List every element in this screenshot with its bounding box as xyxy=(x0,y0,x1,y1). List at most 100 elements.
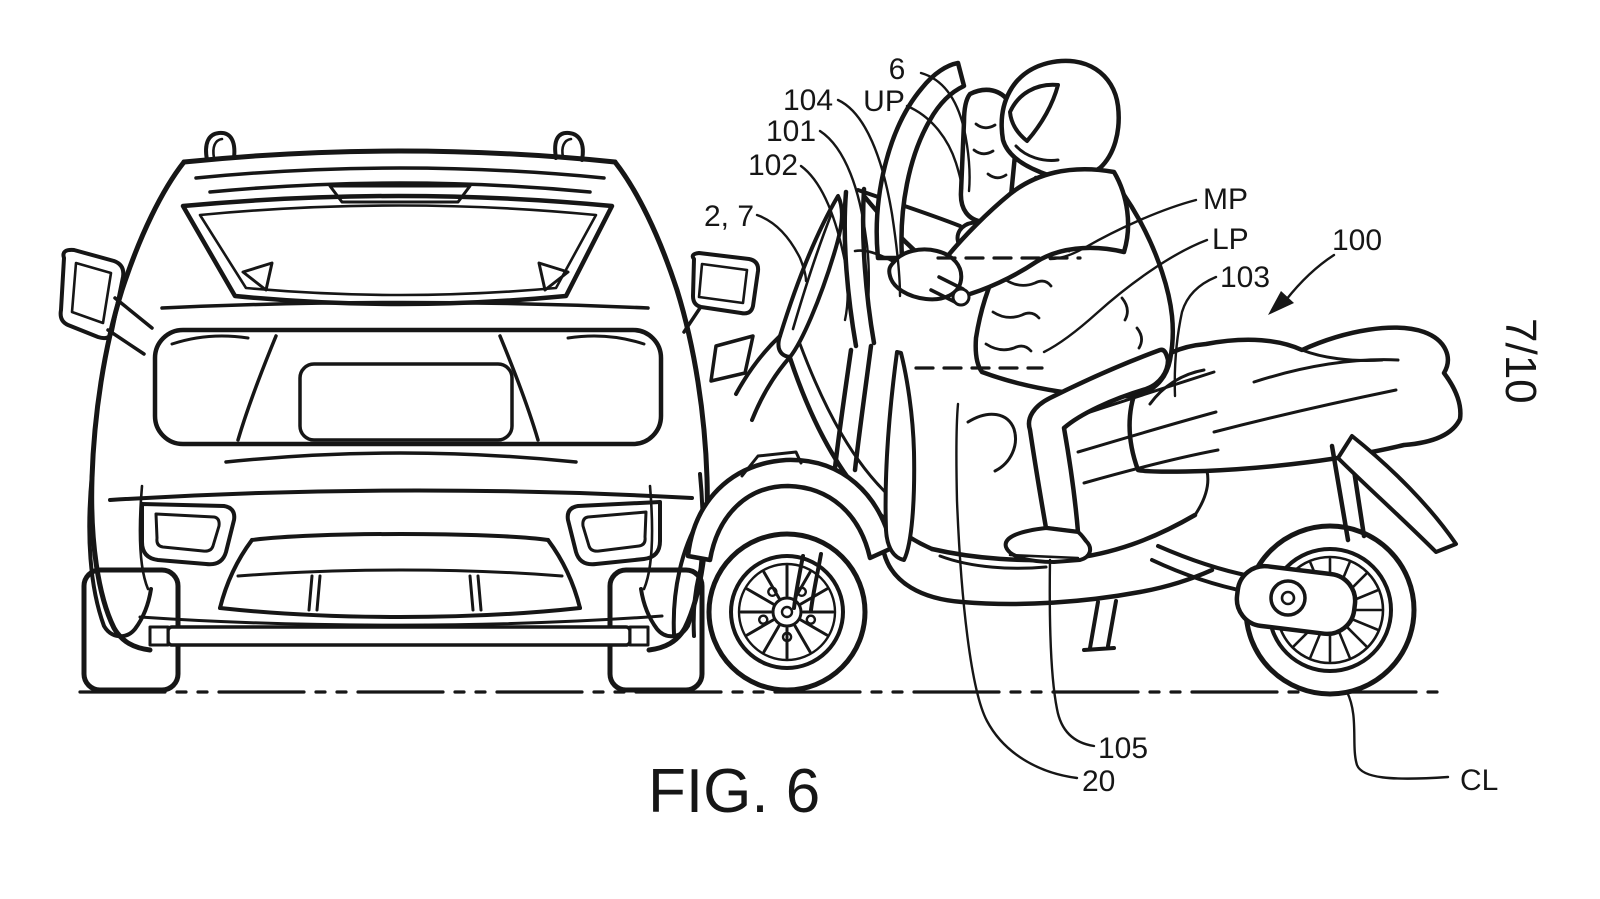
car-window-corner-right xyxy=(537,261,570,292)
floorboard-hollow xyxy=(938,554,1048,570)
muffler-outlet xyxy=(1280,590,1296,606)
rider xyxy=(853,58,1176,564)
car-left-side xyxy=(89,159,187,653)
arrowhead-100 xyxy=(1268,291,1294,315)
label-mp: MP xyxy=(1203,183,1248,216)
muffler xyxy=(1234,563,1358,637)
car-corner-skirt-right-inner xyxy=(642,484,654,591)
car-roof-rail-right xyxy=(553,130,585,162)
label-20: 20 xyxy=(1082,765,1115,798)
front-fork-upper xyxy=(832,343,874,473)
leader-mp xyxy=(1048,198,1198,261)
impact-crush-panel xyxy=(709,334,755,383)
windscreen-inner-line xyxy=(791,213,833,331)
car-diffuser-slats xyxy=(307,574,483,612)
leader-103 xyxy=(1173,275,1218,398)
helmet-visor-opening xyxy=(1008,82,1060,143)
tail-accent-2 xyxy=(1212,388,1398,434)
car-rear-window-inner xyxy=(198,204,598,297)
car-rear-view xyxy=(58,130,761,693)
center-stand xyxy=(1082,599,1118,652)
scooter-rear-section xyxy=(1127,325,1463,697)
helmet-chin-line xyxy=(1014,144,1060,162)
car-fog-lamp-right xyxy=(581,510,648,553)
front-cowl-nose xyxy=(734,334,792,422)
car-diffuser-top xyxy=(250,532,550,542)
car-axle-tab-left xyxy=(148,625,170,647)
label-cl: CL xyxy=(1460,764,1498,797)
car-roof-rail-right-inner xyxy=(561,137,573,159)
car-diffuser-left xyxy=(218,538,254,610)
label-6: 6 xyxy=(889,53,906,86)
label-lp: LP xyxy=(1212,223,1249,256)
leader-104 xyxy=(836,98,902,298)
car-taillight-right-accent xyxy=(566,334,646,346)
car-taillight-left-accent xyxy=(170,334,250,346)
car-fog-recess-right xyxy=(565,500,662,567)
car-roof-line xyxy=(181,148,618,165)
car-diffuser-bottom xyxy=(218,606,582,619)
car-mirror-right-arm xyxy=(682,306,702,334)
tail-accent-3 xyxy=(1300,348,1384,362)
car-mirror-left xyxy=(58,247,126,341)
tail-bodywork xyxy=(1127,325,1463,474)
rider-leg xyxy=(1026,347,1171,535)
airbag-band xyxy=(874,60,967,261)
leader-102 xyxy=(799,164,849,322)
car-spoiler-line-1 xyxy=(194,166,606,180)
car-corner-skirt-left-inner xyxy=(138,484,150,591)
figure-caption: FIG. 6 xyxy=(648,757,820,826)
car-license-recess xyxy=(298,362,514,442)
car-mirror-left-arm xyxy=(106,296,154,356)
brake-lever xyxy=(853,249,894,263)
car-mirror-right-glass xyxy=(697,262,749,305)
label-103: 103 xyxy=(1220,261,1270,294)
throttle-grip xyxy=(929,275,965,304)
car-axle-bar xyxy=(166,625,632,647)
boot-sole-line xyxy=(1008,553,1080,560)
front-hub-lugs xyxy=(758,586,817,643)
car-taillight-left-diagonal xyxy=(236,334,278,442)
label-up: UP xyxy=(863,85,905,118)
leader-lines xyxy=(755,71,1450,780)
front-hub xyxy=(771,596,803,628)
car-mirror-right xyxy=(690,251,761,316)
car-taillight-band xyxy=(152,327,664,447)
label-105: 105 xyxy=(1098,732,1148,765)
leader-2-7 xyxy=(755,213,808,283)
leader-lp xyxy=(1042,238,1209,354)
car-spoiler-line-2 xyxy=(208,181,592,194)
front-fork-lower xyxy=(792,552,823,612)
car-tailgate-crease xyxy=(160,300,650,310)
label-102: 102 xyxy=(748,149,798,182)
label-101: 101 xyxy=(766,115,816,148)
near-glove xyxy=(887,247,964,302)
leader-6 xyxy=(919,71,971,193)
leader-cl xyxy=(1345,690,1450,780)
leader-105 xyxy=(1048,558,1096,748)
car-fog-recess-left xyxy=(140,502,237,567)
leg-shield-blade xyxy=(883,350,917,562)
reference-labels: 6 UP 104 101 102 2, 7 MP LP 103 100 105 … xyxy=(648,53,1545,826)
car-fog-lamp-left xyxy=(154,512,221,553)
car-skid-line xyxy=(138,614,664,627)
car-window-corner-left xyxy=(241,261,274,292)
label-100: 100 xyxy=(1332,224,1382,257)
leader-101 xyxy=(818,129,871,308)
car-diffuser-midline xyxy=(236,568,564,578)
front-fender-step xyxy=(740,450,803,478)
bar-end-cap xyxy=(951,287,971,307)
leader-20 xyxy=(955,402,1079,780)
label-104: 104 xyxy=(783,84,833,117)
rider-arm xyxy=(943,167,1131,299)
car-roof-rail-left-inner xyxy=(212,137,224,160)
scooter-front-wheel xyxy=(706,531,868,693)
front-hub-center xyxy=(780,605,794,619)
car-taillight-right-diagonal xyxy=(498,334,540,442)
front-rim xyxy=(737,562,837,662)
floor-to-tail-join xyxy=(1193,469,1210,517)
car-axle-tab-right xyxy=(628,625,650,647)
cushion-wrinkles xyxy=(972,122,1008,180)
